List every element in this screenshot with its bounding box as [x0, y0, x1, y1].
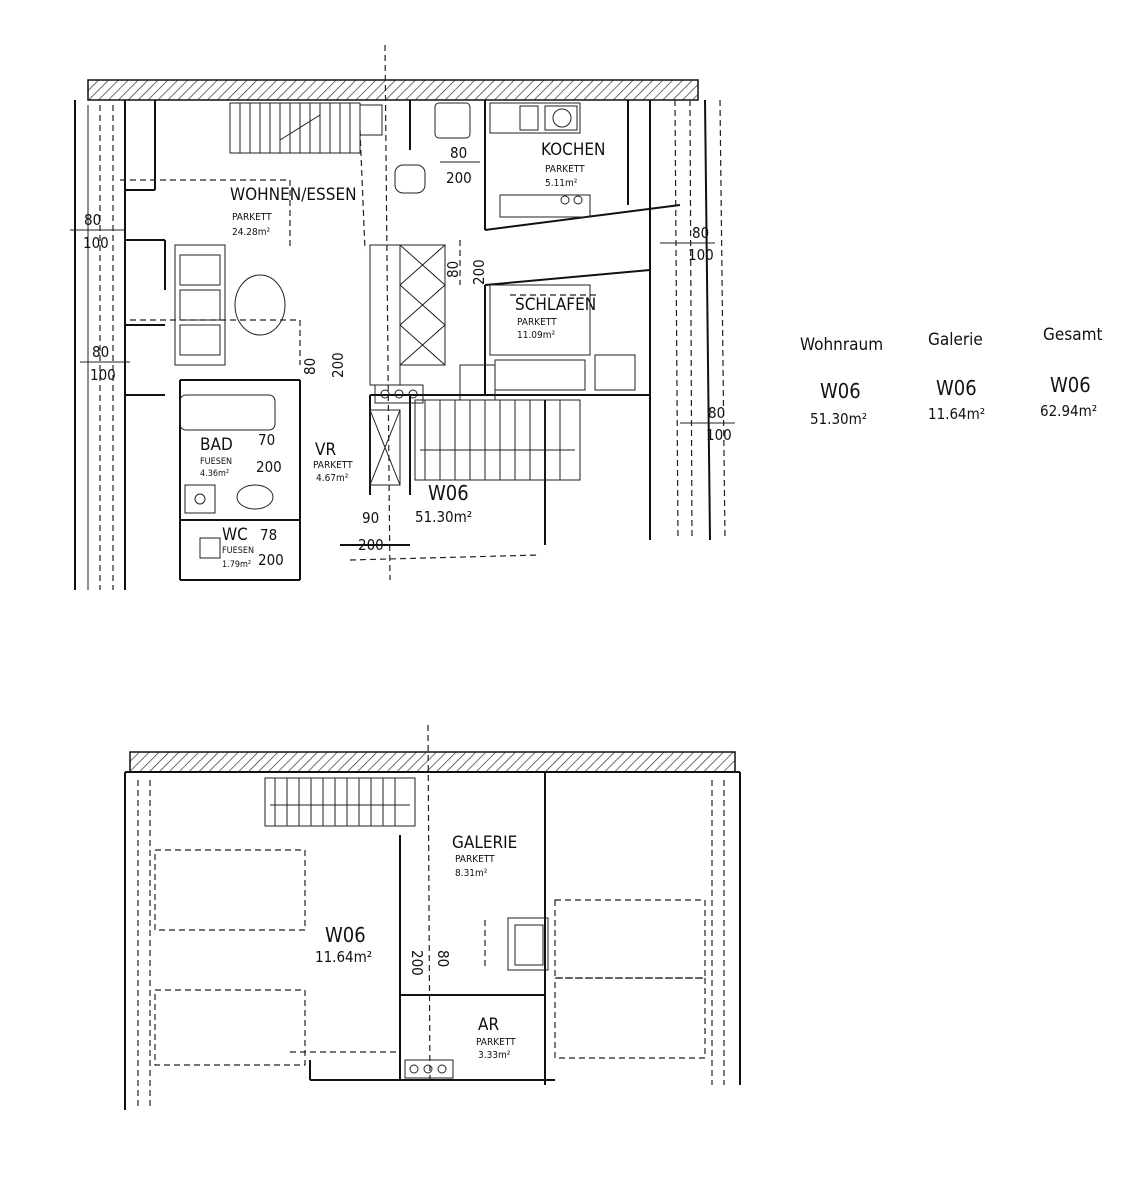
room-name: AR	[478, 1015, 499, 1035]
unit-name: W06	[325, 923, 366, 947]
dim-window-100: 100	[688, 246, 714, 264]
area-column-galerie: Galerie W06 11.64m²	[928, 330, 985, 423]
lower-roof-hatch	[129, 751, 736, 773]
column-header: Galerie	[928, 330, 983, 350]
room-area: 4.67m²	[316, 473, 349, 484]
wardrobe	[369, 244, 446, 486]
room-floor: FUESEN	[222, 546, 254, 556]
room-floor: FUESEN	[200, 457, 232, 467]
living-furniture	[130, 244, 301, 366]
lower-unit-label: W06 11.64m²	[315, 923, 372, 966]
dim-80: 80	[450, 144, 467, 162]
room-area: 4.36m²	[200, 469, 229, 479]
room-name: WC	[222, 525, 248, 545]
dim-90: 90	[362, 509, 379, 527]
door-dimensions: 80 200 80 200 80 200 70 200 78 200 90 20…	[256, 144, 488, 569]
dim-200: 200	[408, 950, 426, 976]
dim-window-80: 80	[92, 343, 109, 361]
dim-window-100: 100	[90, 366, 116, 384]
room-area: 24.28m²	[232, 227, 271, 238]
room-name: WOHNEN/ESSEN	[230, 185, 357, 205]
dim-window-100: 100	[83, 234, 109, 252]
room-schlafen: SCHLAFEN PARKETT 11.09m²	[515, 295, 596, 341]
area-summary-table: Wohnraum W06 51.30m² Galerie W06 11.64m²…	[800, 325, 1103, 428]
dim-200: 200	[358, 536, 384, 554]
room-vr: VR PARKETT 4.67m²	[313, 440, 353, 484]
room-name: VR	[315, 440, 336, 460]
area-column-wohnraum: Wohnraum W06 51.30m²	[800, 335, 883, 428]
dim-window-80: 80	[84, 211, 101, 229]
column-area: 11.64m²	[928, 405, 985, 423]
lower-interior-walls	[290, 835, 549, 1080]
room-area: 1.79m²	[222, 560, 251, 570]
lower-right-wall	[544, 772, 741, 1085]
room-floor: PARKETT	[313, 460, 353, 471]
dim-200: 200	[329, 352, 347, 378]
kitchen-fixtures	[394, 102, 591, 218]
column-area: 51.30m²	[810, 410, 867, 428]
dim-window-80: 80	[692, 224, 709, 242]
room-wohnen-essen: WOHNEN/ESSEN PARKETT 24.28m²	[230, 185, 357, 238]
lower-left-wall	[124, 772, 555, 1110]
room-floor: PARKETT	[476, 1037, 516, 1048]
dim-80: 80	[301, 358, 319, 375]
lower-staircase	[264, 777, 416, 827]
room-floor: PARKETT	[232, 212, 272, 223]
room-floor: PARKETT	[545, 164, 585, 175]
upper-unit-label: W06 51.30m²	[415, 481, 472, 526]
upper-roof-hatch	[87, 79, 699, 101]
room-name: KOCHEN	[541, 140, 605, 160]
room-floor: PARKETT	[517, 317, 557, 328]
column-header: Gesamt	[1043, 325, 1103, 345]
dim-200: 200	[446, 169, 472, 187]
dim-window-80: 80	[708, 404, 725, 422]
lower-door-dimensions: 200 80	[408, 950, 452, 976]
room-bad: BAD FUESEN 4.36m²	[200, 435, 233, 479]
upper-staircase-bottom	[349, 399, 581, 561]
lower-floor-plan: GALERIE PARKETT 8.31m² AR PARKETT 3.33m²…	[124, 724, 741, 1110]
room-name: GALERIE	[452, 833, 517, 853]
dim-80: 80	[444, 261, 462, 278]
dim-80: 80	[434, 950, 452, 967]
unit-area: 51.30m²	[415, 508, 472, 526]
room-wc: WC FUESEN 1.79m²	[222, 525, 254, 570]
room-name: SCHLAFEN	[515, 295, 596, 315]
dim-70: 70	[258, 431, 275, 449]
dim-200: 200	[258, 551, 284, 569]
window-dimensions: 80 100 80 100 80 100 80 100	[70, 211, 735, 444]
bath-fixtures	[179, 394, 276, 559]
room-area: 8.31m²	[455, 868, 488, 879]
room-kochen: KOCHEN PARKETT 5.11m²	[541, 140, 605, 189]
upper-staircase-top	[229, 102, 383, 154]
column-area: 62.94m²	[1040, 402, 1097, 420]
room-name: BAD	[200, 435, 233, 455]
unit-area: 11.64m²	[315, 948, 372, 966]
area-column-gesamt: Gesamt W06 62.94m²	[1040, 325, 1103, 420]
dim-200: 200	[256, 458, 282, 476]
room-area: 11.09m²	[517, 330, 556, 341]
roof-windows	[154, 849, 706, 1066]
room-galerie: GALERIE PARKETT 8.31m²	[452, 833, 517, 879]
room-floor: PARKETT	[455, 854, 495, 865]
room-ar: AR PARKETT 3.33m²	[476, 1015, 516, 1061]
upper-right-wall	[627, 99, 726, 541]
unit-name: W06	[428, 481, 469, 505]
dim-78: 78	[260, 526, 277, 544]
room-area: 3.33m²	[478, 1050, 511, 1061]
column-unit: W06	[1050, 373, 1091, 397]
column-header: Wohnraum	[800, 335, 883, 355]
column-unit: W06	[820, 379, 861, 403]
room-area: 5.11m²	[545, 178, 578, 189]
upper-left-wall	[74, 100, 181, 590]
dim-window-100: 100	[706, 426, 732, 444]
column-unit: W06	[936, 376, 977, 400]
upper-floor-plan: WOHNEN/ESSEN PARKETT 24.28m² KOCHEN PARK…	[70, 44, 735, 590]
dim-200: 200	[470, 259, 488, 285]
